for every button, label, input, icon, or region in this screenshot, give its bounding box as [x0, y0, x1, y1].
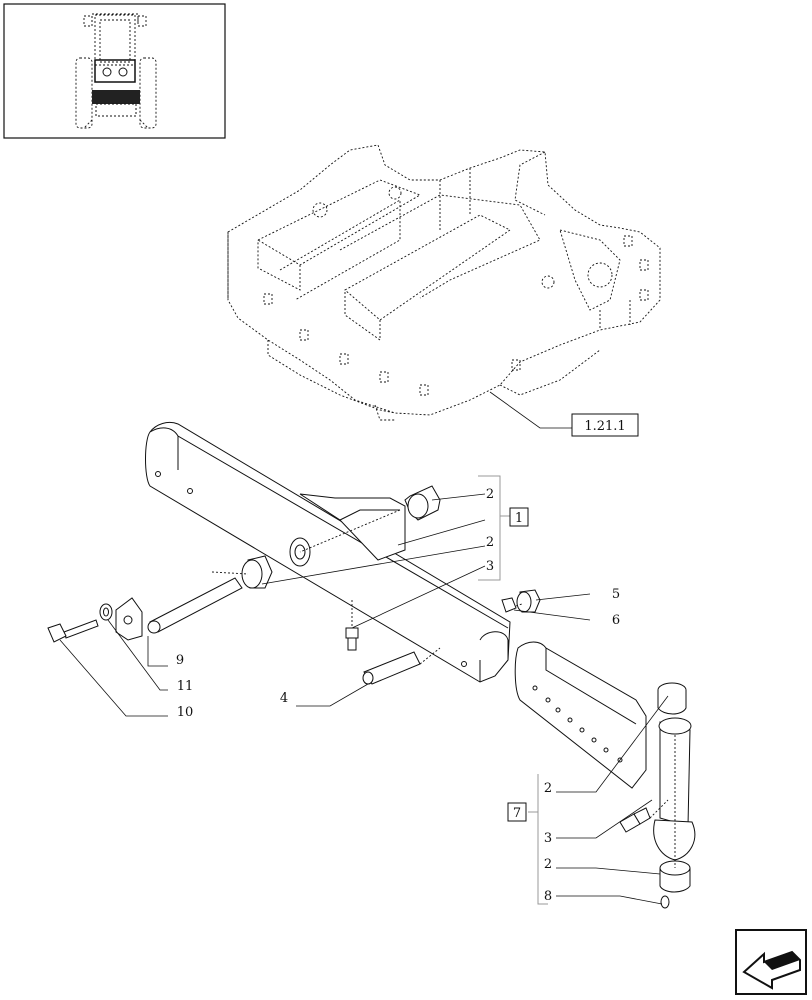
axle-extension — [514, 641, 696, 861]
transmission-housing — [227, 144, 661, 429]
nut — [501, 597, 517, 613]
arrow-left-icon — [742, 950, 801, 990]
callout-5: 5 — [612, 587, 620, 602]
callout-8: 8 — [544, 889, 552, 904]
bushing-lower — [241, 555, 273, 589]
callout-2d: 2 — [544, 857, 552, 872]
callout-3b: 3 — [544, 831, 552, 846]
callout-7: 7 — [513, 806, 521, 821]
callout-2a: 2 — [486, 487, 494, 502]
callout-3a: 3 — [486, 559, 494, 574]
axle-beam — [145, 421, 511, 683]
callout-2b: 2 — [486, 535, 494, 550]
dowel-pin — [362, 651, 421, 685]
callout-10: 10 — [177, 705, 194, 720]
callout-1: 1 — [515, 511, 523, 526]
grease-nipple-lower — [619, 807, 651, 833]
bushing-right — [516, 589, 541, 613]
callout-1-box[interactable]: 1 — [509, 507, 529, 527]
bushing-upper — [404, 485, 441, 521]
tractor-front-view-icon — [75, 13, 157, 129]
bolt — [47, 619, 99, 643]
callout-7-box[interactable]: 7 — [507, 802, 527, 822]
roll-pin — [660, 895, 670, 909]
tractor-thumbnail — [3, 3, 226, 139]
callout-2c: 2 — [544, 781, 552, 796]
callout-6: 6 — [612, 613, 620, 628]
reference-box[interactable]: 1.21.1 — [571, 413, 639, 437]
washer — [99, 603, 113, 621]
pivot-pin — [147, 577, 243, 634]
grease-nipple-upper — [345, 627, 359, 651]
previous-page-button[interactable] — [735, 929, 807, 995]
callout-9: 9 — [176, 653, 184, 668]
reference-label: 1.21.1 — [584, 419, 625, 434]
callout-4: 4 — [280, 691, 288, 706]
bushing-bottom — [659, 860, 691, 893]
callout-11: 11 — [177, 679, 194, 694]
lock-plate — [115, 597, 143, 641]
